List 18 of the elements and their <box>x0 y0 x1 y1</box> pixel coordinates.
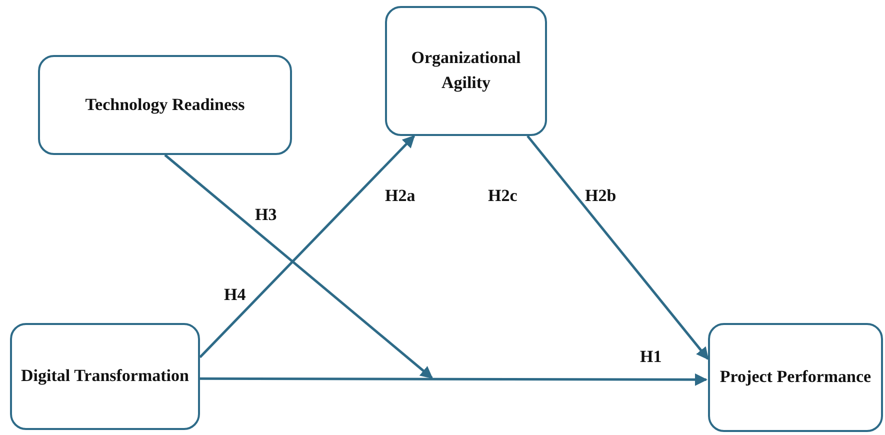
construct-box <box>10 323 200 430</box>
construct-name: Technology Readiness <box>85 94 245 116</box>
construct-box <box>708 323 883 432</box>
hypothesis-label: H2a <box>385 186 416 206</box>
construct-box <box>38 55 292 155</box>
hypothesis-label: H4 <box>224 285 246 305</box>
arrow <box>526 135 709 360</box>
construct-box <box>385 6 547 136</box>
arrow <box>164 154 433 379</box>
hypothesis-label: H2c <box>488 186 518 206</box>
arrow <box>200 373 708 386</box>
hypothesis-label: H1 <box>640 347 662 367</box>
construct-name: Project Performance <box>720 366 872 388</box>
hypothesis-label: H3 <box>255 205 277 225</box>
arrow <box>199 135 416 358</box>
hypothesis-label: H2b <box>585 186 616 206</box>
construct-name: Digital Transformation <box>21 365 189 388</box>
construct-name: Organizational Agility <box>410 47 522 94</box>
